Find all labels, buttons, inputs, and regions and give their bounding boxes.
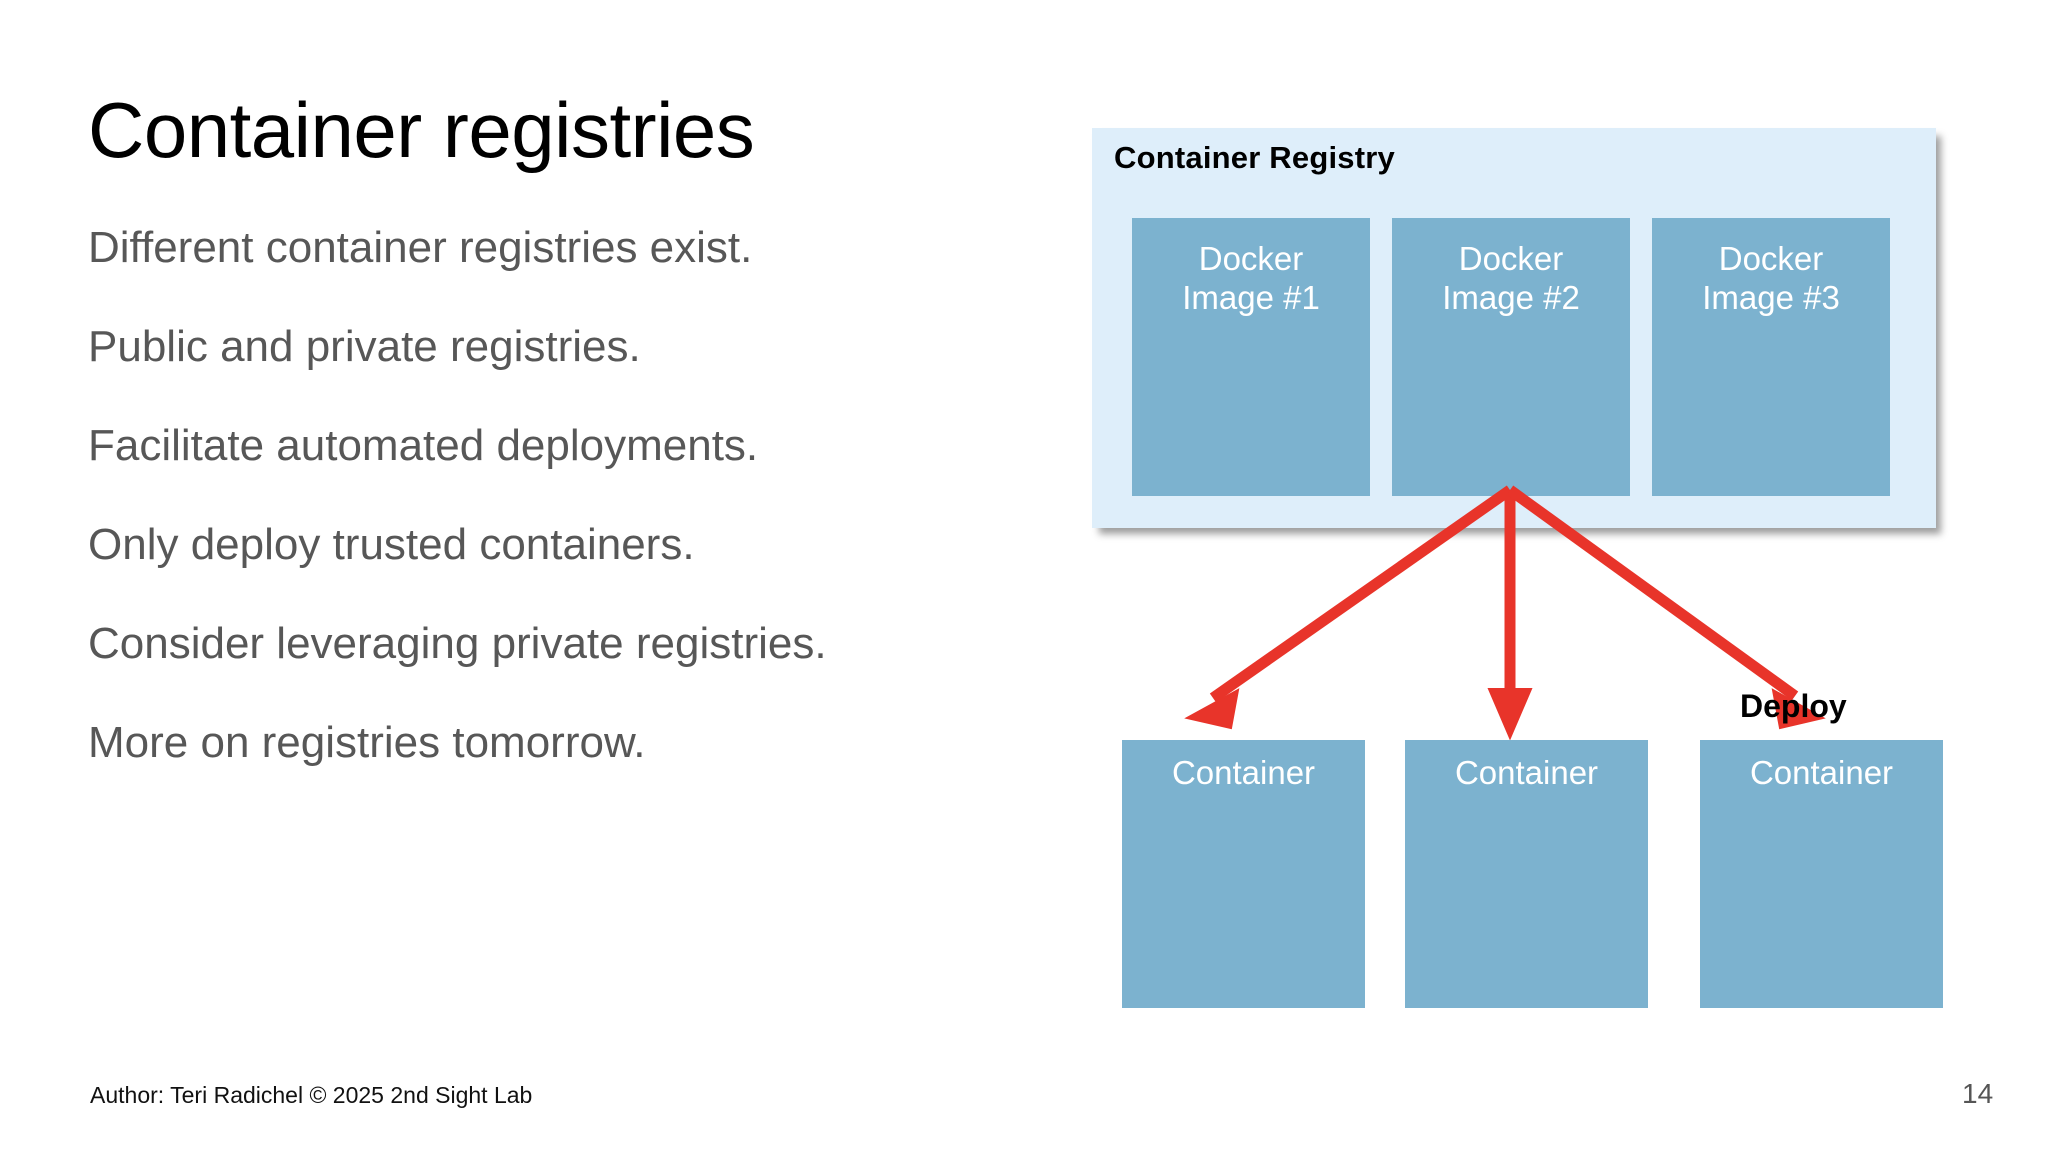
text-content-column: Container registries Different container… [88,86,1048,767]
docker-image-label-3-line1: Docker [1718,240,1824,277]
docker-image-box-1: Docker Image #1 [1132,218,1370,496]
list-item: Facilitate automated deployments. [88,420,759,470]
footer-author-credit: Author: Teri Radichel © 2025 2nd Sight L… [90,1082,533,1108]
container-box-3: Container [1700,740,1943,1008]
docker-image-label-2-line2: Image #2 [1442,278,1580,316]
docker-image-label-3-line2: Image #3 [1702,278,1840,316]
container-registry-panel: Container Registry Docker Image #1 Docke… [1092,128,1936,528]
docker-image-label-1: Docker Image #1 [1132,240,1370,318]
deploy-label: Deploy [1740,688,1847,724]
docker-image-label-1-line1: Docker [1198,240,1304,277]
container-registry-diagram: Container Registry Docker Image #1 Docke… [1090,118,1990,1028]
docker-image-label-2-line1: Docker [1458,240,1564,277]
list-item: Consider leveraging private registries. [88,618,827,668]
bullet-list: Different container registries exist. Pu… [88,222,1048,767]
docker-image-box-3: Docker Image #3 [1652,218,1890,496]
registry-panel-title: Container Registry [1114,140,1395,175]
page-number: 14 [1962,1078,1994,1109]
page-title: Container registries [88,86,755,174]
list-item: Public and private registries. [88,321,641,371]
container-box-2: Container [1405,740,1648,1008]
container-box-1: Container [1122,740,1365,1008]
container-label-2: Container [1454,754,1599,791]
docker-image-label-1-line2: Image #1 [1182,278,1320,316]
deploy-arrow-middle-head [1487,688,1533,741]
docker-image-box-2: Docker Image #2 [1392,218,1630,496]
docker-image-label-3: Docker Image #3 [1652,240,1890,318]
docker-image-label-2: Docker Image #2 [1392,240,1630,318]
list-item: Only deploy trusted containers. [88,519,695,569]
deploy-arrow-left-head [1184,688,1240,730]
list-item: Different container registries exist. [88,222,753,272]
list-item: More on registries tomorrow. [88,717,646,767]
container-label-1: Container [1171,754,1316,791]
container-label-3: Container [1749,754,1894,791]
